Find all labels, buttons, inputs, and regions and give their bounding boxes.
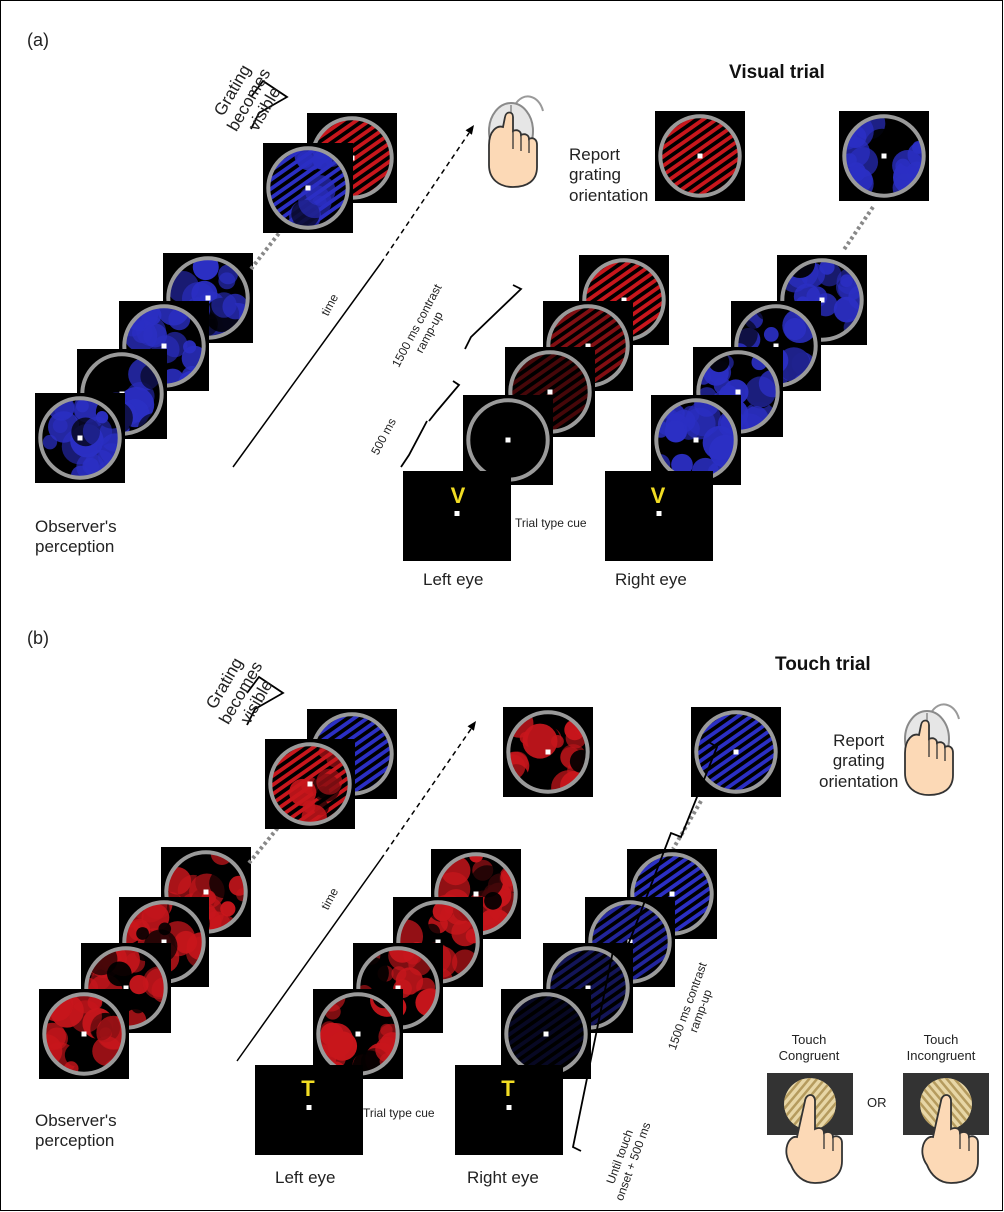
touch-incongruent-panel	[903, 1073, 989, 1184]
fixation-point	[656, 511, 662, 516]
time-arrow-b-solid	[236, 858, 382, 1062]
ramp-bracket-a	[464, 284, 523, 350]
interval-bracket-b	[571, 949, 622, 1152]
right-eye-b-cue-screen	[455, 1065, 563, 1155]
report-line-1: Report	[569, 145, 621, 164]
mouse-hand-b-icon	[904, 703, 960, 796]
panel-a-right-cue-letter: V	[650, 483, 666, 508]
right-eye-b-dotted-link	[671, 799, 703, 851]
perception-a-visible-bracket	[250, 79, 289, 130]
right-eye-a-final-blobs	[839, 111, 929, 201]
right-eye-a-stim-1	[651, 395, 741, 485]
touch-congruent-line-1: Touch	[791, 1032, 827, 1047]
panel-b-letter: (b)	[27, 628, 49, 648]
panel-a-left-eye: Left eye	[423, 570, 484, 589]
touch-congruent-line-2: Congruent	[778, 1048, 840, 1064]
panel-a-report-label: Report grating orientation	[569, 145, 648, 206]
interval-bracket-a-lower	[400, 420, 428, 468]
touch-incongruent-line-1: Touch	[923, 1032, 959, 1047]
touch-incongruent-label: Touch Incongruent	[901, 1032, 981, 1065]
panel-b-right-cue-letter: T	[501, 1076, 515, 1101]
perception-a-mixed-front	[263, 143, 353, 233]
panel-a-letter: (a)	[27, 30, 49, 50]
perception-b-visible-bracket	[246, 675, 285, 726]
perception-line-1: Observer's	[35, 1111, 117, 1130]
touch-congruent-panel	[767, 1073, 853, 1184]
fixation-point	[506, 1105, 512, 1110]
panel-b-cue-label: Trial type cue	[363, 1106, 435, 1120]
panel-b-report-label: Report grating orientation	[819, 731, 898, 792]
panel-b-right-eye: Right eye	[467, 1168, 539, 1187]
left-eye-a-cue-screen	[403, 471, 511, 561]
panel-b-left-eye: Left eye	[275, 1168, 336, 1187]
fixation-point	[306, 1105, 312, 1110]
time-arrow-a-head	[465, 125, 474, 135]
time-arrow-b-head	[467, 721, 476, 731]
panel-a-left-cue-letter: V	[450, 483, 466, 508]
panel-a-right-eye: Right eye	[615, 570, 687, 589]
right-eye-a-stim-3	[731, 301, 821, 391]
perception-line-1: Observer's	[35, 517, 117, 536]
left-eye-a-final-grating	[655, 111, 745, 201]
touch-incongruent-line-2: Incongruent	[906, 1048, 976, 1064]
or-label: OR	[867, 1095, 887, 1110]
panel-a-cue-label: Trial type cue	[515, 516, 587, 530]
perception-line-2: perception	[35, 1131, 115, 1151]
report-line-3: orientation	[819, 771, 899, 791]
left-eye-b-stim-1	[313, 989, 403, 1079]
panel-a-perception-label: Observer's perception	[35, 517, 117, 558]
report-line-2: grating	[832, 751, 885, 771]
left-eye-b-cue-screen	[255, 1065, 363, 1155]
perception-b-stim-1	[39, 989, 129, 1079]
right-eye-a-cue-screen	[605, 471, 713, 561]
time-arrow-a-dashed	[380, 132, 470, 264]
report-line-3: orientation	[569, 185, 649, 205]
touch-congruent-label: Touch Congruent	[777, 1032, 841, 1065]
panel-b-perception-label: Observer's perception	[35, 1111, 117, 1152]
mouse-hand-a-icon	[488, 95, 544, 188]
report-line-1: Report	[833, 731, 885, 750]
fixation-point	[454, 511, 460, 516]
right-eye-a-dotted-link	[841, 205, 875, 253]
right-eye-b-stim-1	[501, 989, 591, 1079]
panel-a-title: Visual trial	[729, 62, 825, 83]
left-eye-b-final-blobs	[503, 707, 593, 797]
time-arrow-a-solid	[232, 262, 382, 468]
perception-b-mixed-front	[265, 739, 355, 829]
report-line-2: grating	[569, 165, 621, 185]
panel-b-left-cue-letter: T	[301, 1076, 315, 1101]
panel-b-title: Touch trial	[775, 654, 871, 675]
perception-a-stim-1	[35, 393, 125, 483]
perception-line-2: perception	[35, 537, 115, 557]
ramp-bracket-b	[618, 740, 719, 955]
right-eye-b-final-grating	[691, 707, 781, 797]
interval-bracket-a-upper	[428, 380, 461, 422]
left-eye-a-stim-1	[463, 395, 553, 485]
